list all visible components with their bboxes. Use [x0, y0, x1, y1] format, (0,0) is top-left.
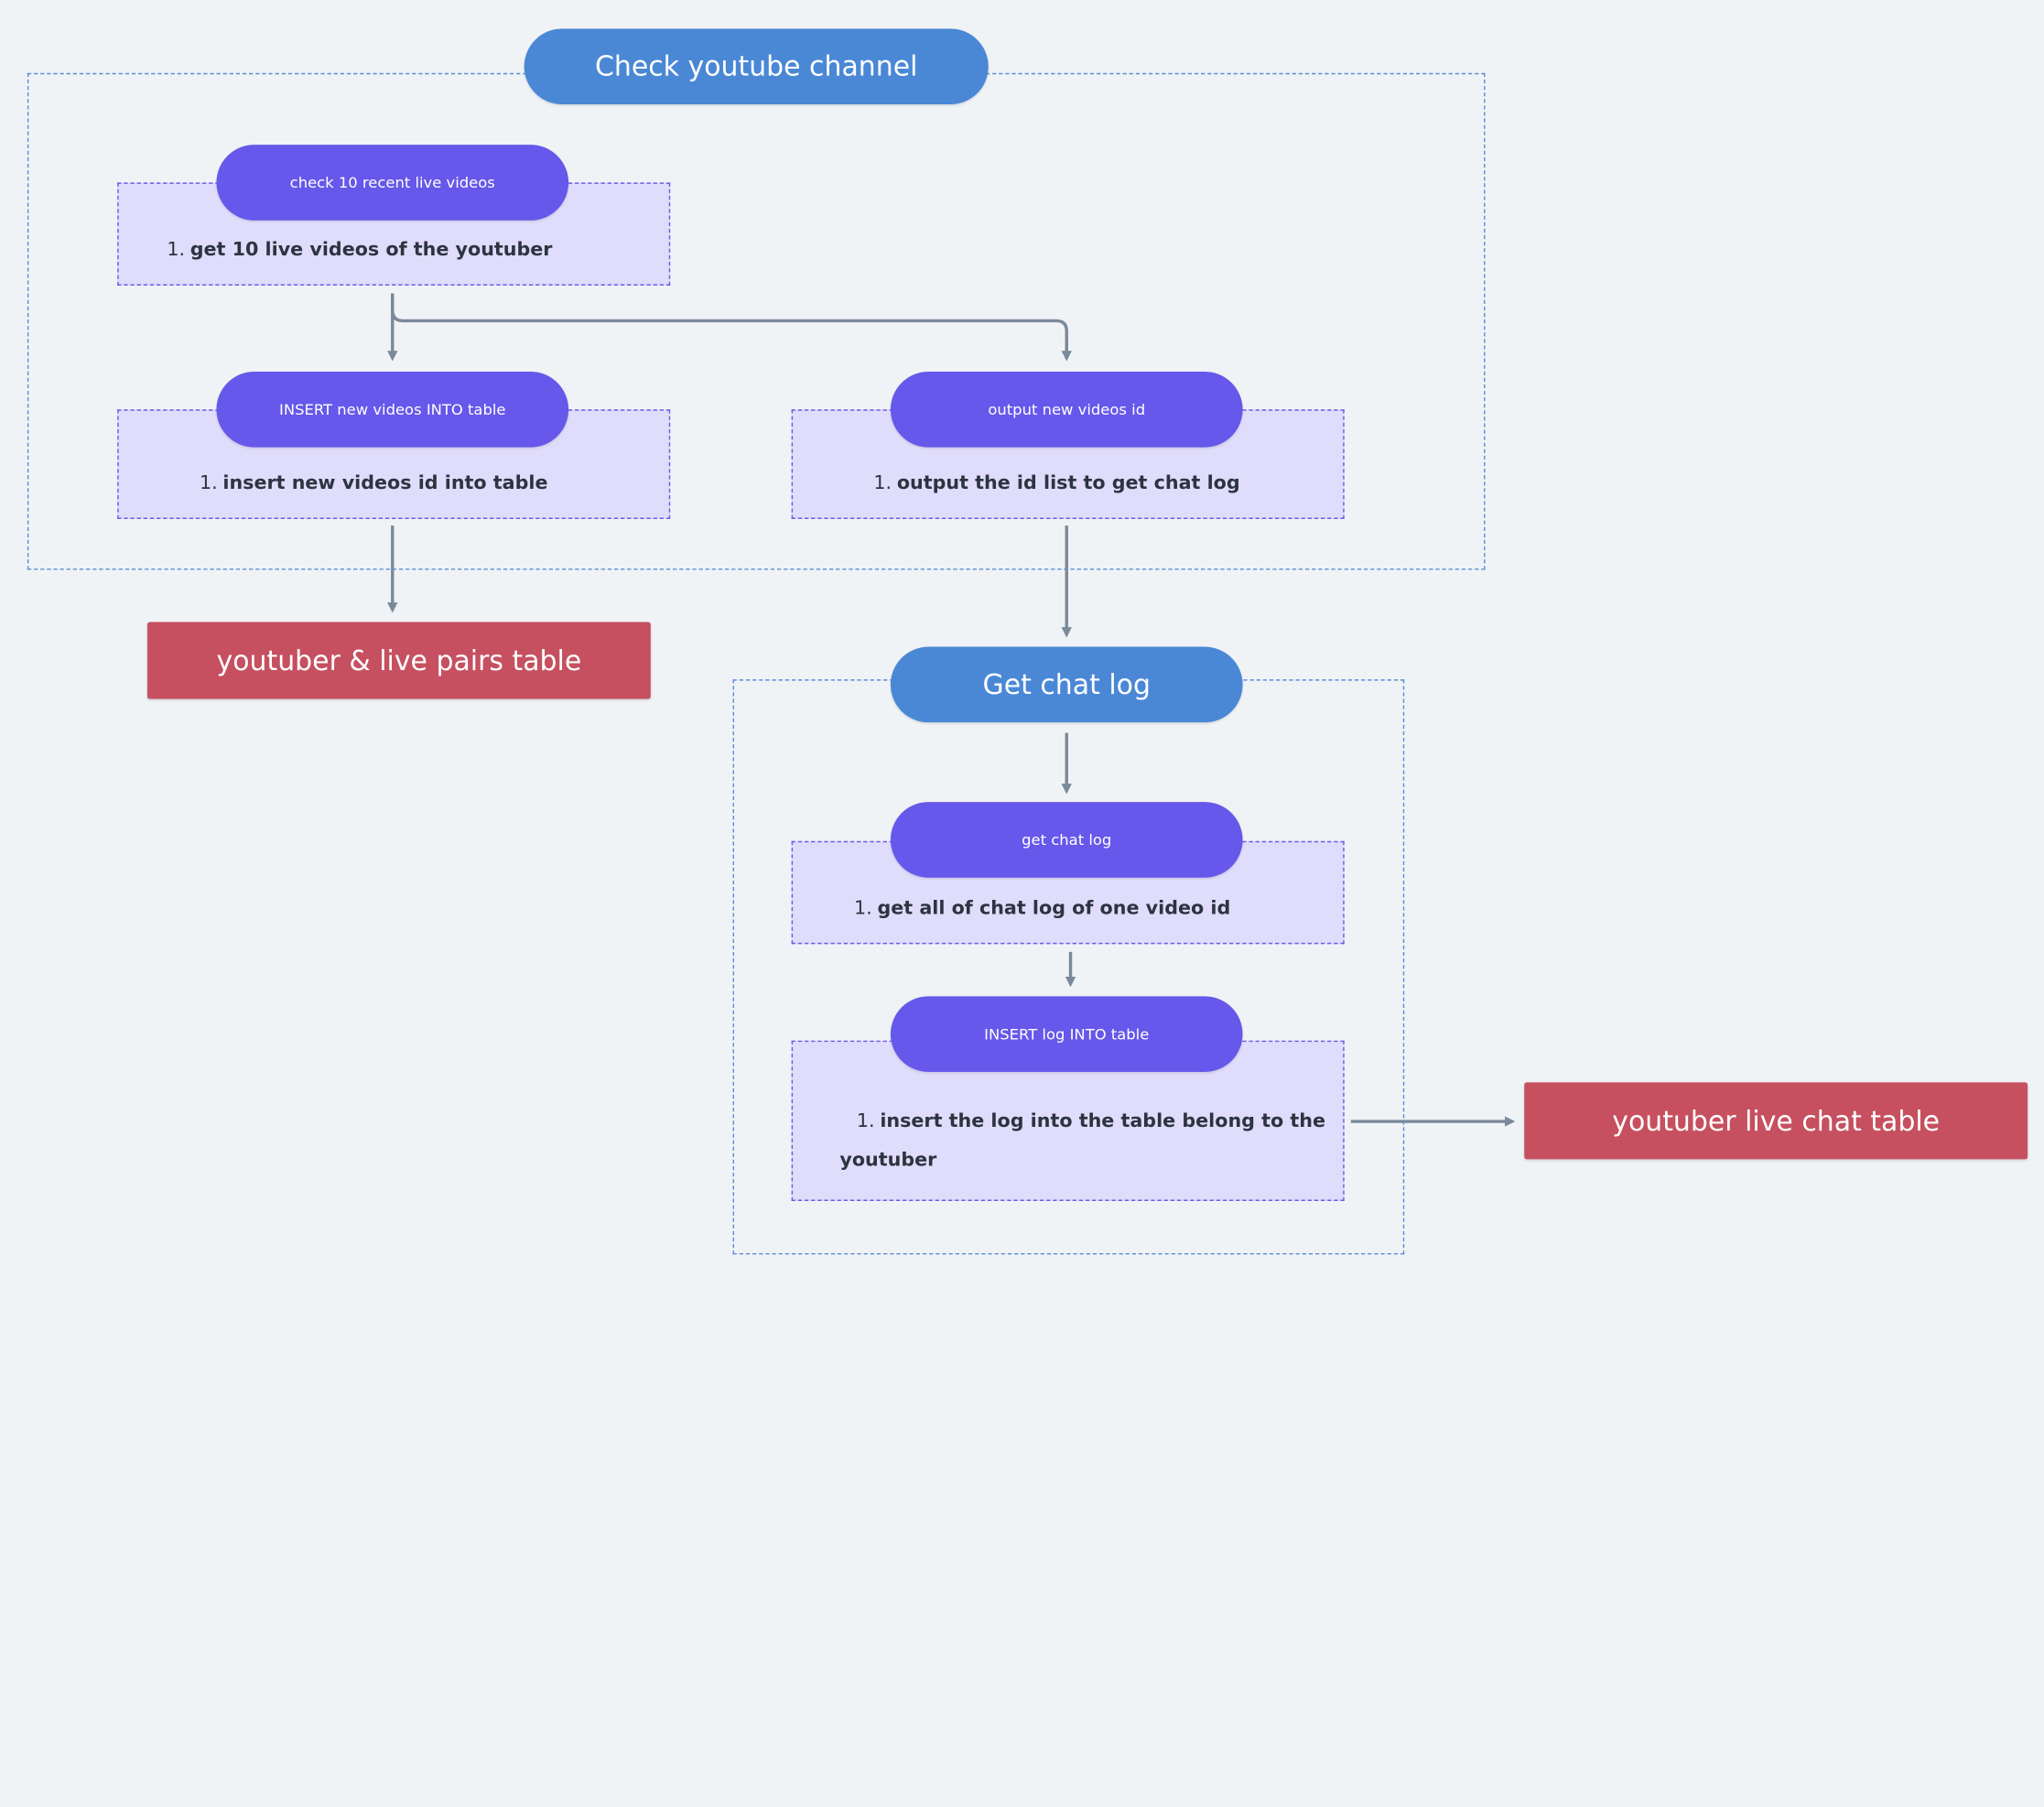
- step-number: 1.: [873, 473, 892, 494]
- group-title-check-youtube-channel: Check youtube channel: [524, 28, 989, 104]
- edges: [387, 293, 1516, 1127]
- step-number: 1.: [167, 240, 186, 261]
- step-text-check-recent: 1.get 10 live videos of the youtuber: [167, 237, 662, 265]
- step-title-output-ids-label: output new videos id: [988, 400, 1146, 419]
- step-title-insert-videos: INSERT new videos INTO table: [216, 371, 569, 448]
- step-description: insert the log into the table belong to …: [839, 1110, 1325, 1172]
- step-description: get all of chat log of one video id: [877, 898, 1231, 920]
- step-title-insert-log-label: INSERT log INTO table: [984, 1024, 1150, 1044]
- step-text-insert-log: 1.insert the log into the table belong t…: [839, 1102, 1335, 1180]
- edge-check-to-output: [391, 293, 1072, 362]
- table-youtuber-live-pairs: youtuber & live pairs table: [146, 622, 651, 699]
- group-title-get-chat-log: Get chat log: [890, 646, 1243, 723]
- step-number: 1.: [856, 1110, 875, 1132]
- step-number: 1.: [854, 898, 872, 920]
- step-description: get 10 live videos of the youtuber: [189, 240, 553, 261]
- step-title-check-recent-label: check 10 recent live videos: [289, 173, 495, 192]
- step-title-output-ids: output new videos id: [890, 371, 1243, 448]
- step-title-check-recent: check 10 recent live videos: [216, 145, 569, 221]
- step-title-insert-log: INSERT log INTO table: [890, 996, 1243, 1072]
- step-number: 1.: [199, 473, 218, 494]
- step-text-insert-videos: 1.insert new videos id into table: [200, 471, 669, 498]
- step-text-get-chat: 1.get all of chat log of one video id: [854, 896, 1336, 924]
- step-description: insert new videos id into table: [222, 473, 548, 494]
- step-text-output-ids: 1.output the id list to get chat log: [873, 471, 1343, 498]
- step-title-insert-videos-label: INSERT new videos INTO table: [279, 400, 506, 419]
- table-youtuber-live-chat: youtuber live chat table: [1524, 1082, 2028, 1160]
- step-title-get-chat: get chat log: [890, 802, 1243, 878]
- step-description: output the id list to get chat log: [896, 473, 1240, 494]
- step-title-get-chat-label: get chat log: [1022, 830, 1112, 849]
